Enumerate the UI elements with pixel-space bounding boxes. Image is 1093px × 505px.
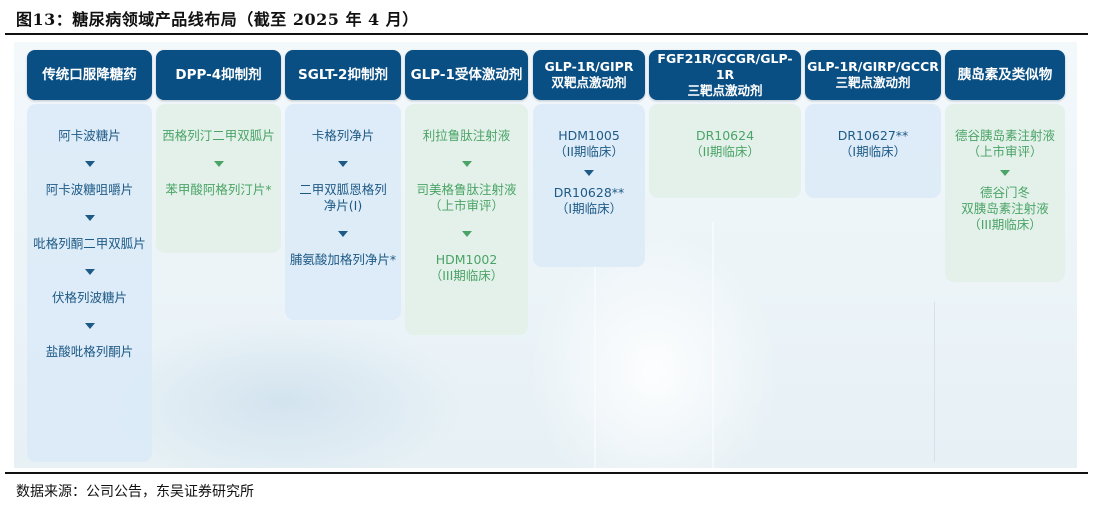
header-label: 三靶点激动剂 <box>687 83 763 98</box>
header-label: GLP-1R/GIRP/GCCR <box>807 59 939 74</box>
product-item: 二甲双胍恩格列 净片(I) <box>299 182 387 213</box>
header-label: 传统口服降糖药 <box>42 67 137 83</box>
product-item: 脯氨酸加格列净片* <box>289 252 397 267</box>
product-item: HDM1005 （II期临床） <box>554 128 624 159</box>
product-item: 盐酸吡格列酮片 <box>45 344 134 359</box>
arrow-down-icon <box>338 161 348 167</box>
arrow-down-icon <box>584 170 594 176</box>
product-item: 阿卡波糖咀嚼片 <box>45 182 134 197</box>
top-rule <box>5 33 1088 35</box>
header-insulin: 胰岛素及类似物 <box>945 50 1065 100</box>
arrow-down-icon <box>213 161 224 167</box>
arrow-down-icon <box>84 323 95 329</box>
product-item: 德谷门冬 双胰岛素注射液 （III期临床） <box>961 185 1049 232</box>
header-label: DPP-4抑制剂 <box>175 67 262 83</box>
arrow-down-icon <box>461 161 472 167</box>
header-glp1: GLP-1受体激动剂 <box>405 50 528 100</box>
figure-title: 图13：糖尿病领域产品线布局（截至 2025 年 4 月） <box>16 10 419 29</box>
product-item: 伏格列波糖片 <box>51 290 127 305</box>
product-item: 利拉鲁肽注射液 <box>422 128 511 143</box>
card-fgf21r-gcgr-glp1r: DR10624 （II期临床） <box>649 104 801 198</box>
arrow-down-icon <box>84 161 95 167</box>
header-sglt2: SGLT-2抑制剂 <box>285 50 401 100</box>
product-item: 苯甲酸阿格列汀片* <box>165 182 272 197</box>
product-item: DR10627** （I期临床） <box>837 128 909 159</box>
header-fgf21r-gcgr-glp1r: FGF21R/GCGR/GLP-1R 三靶点激动剂 <box>649 50 801 100</box>
product-item: 德谷胰岛素注射液 （上市审评） <box>954 128 1055 159</box>
product-item: 司美格鲁肽注射液 （上市审评） <box>416 182 517 213</box>
header-label: GLP-1R/GIPR <box>544 59 634 74</box>
header-dpp4: DPP-4抑制剂 <box>156 50 281 100</box>
product-item: 阿卡波糖片 <box>58 128 121 143</box>
header-glp1r-gipr: GLP-1R/GIPR 双靶点激动剂 <box>533 50 645 100</box>
card-dpp4: 西格列汀二甲双胍片 苯甲酸阿格列汀片* <box>156 104 281 253</box>
card-traditional-oral: 阿卡波糖片 阿卡波糖咀嚼片 吡格列酮二甲双胍片 伏格列波糖片 盐酸吡格列酮片 <box>27 104 152 462</box>
flask-background-graphic <box>594 222 714 468</box>
product-item: DR10628** （I期临床） <box>553 185 625 216</box>
header-glp1r-girp-gccr: GLP-1R/GIRP/GCCR 三靶点激动剂 <box>805 50 941 100</box>
product-item: 卡格列净片 <box>311 128 375 143</box>
header-label: FGF21R/GCGR/GLP-1R <box>657 51 793 82</box>
header-label: 胰岛素及类似物 <box>957 67 1053 83</box>
arrow-down-icon <box>338 231 348 237</box>
card-insulin: 德谷胰岛素注射液 （上市审评） 德谷门冬 双胰岛素注射液 （III期临床） <box>945 104 1065 282</box>
header-label: GLP-1受体激动剂 <box>410 67 523 83</box>
card-glp1r-girp-gccr: DR10627** （I期临床） <box>805 104 941 198</box>
card-sglt2: 卡格列净片 二甲双胍恩格列 净片(I) 脯氨酸加格列净片* <box>285 104 401 320</box>
product-item: 西格列汀二甲双胍片 <box>162 128 275 143</box>
header-label: 双靶点激动剂 <box>551 75 627 90</box>
arrow-down-icon <box>84 269 95 275</box>
arrow-down-icon <box>84 215 95 221</box>
source-note: 数据来源：公司公告，东吴证券研究所 <box>16 484 254 500</box>
product-item: 吡格列酮二甲双胍片 <box>33 236 146 251</box>
product-item: DR10624 （II期临床） <box>690 128 760 159</box>
bottom-rule <box>5 472 1088 474</box>
arrow-down-icon <box>1000 170 1010 176</box>
header-label: 三靶点激动剂 <box>835 75 911 90</box>
diagram-canvas: 传统口服降糖药 阿卡波糖片 阿卡波糖咀嚼片 吡格列酮二甲双胍片 伏格列波糖片 盐… <box>14 42 1077 468</box>
card-glp1: 利拉鲁肽注射液 司美格鲁肽注射液 （上市审评） HDM1002 （III期临床） <box>405 104 528 335</box>
arrow-down-icon <box>461 231 472 237</box>
card-glp1r-gipr: HDM1005 （II期临床） DR10628** （I期临床） <box>533 104 645 267</box>
product-item: HDM1002 （III期临床） <box>429 252 504 283</box>
background-graphic <box>934 302 1074 462</box>
header-traditional-oral: 传统口服降糖药 <box>27 50 152 100</box>
header-label: SGLT-2抑制剂 <box>298 67 388 83</box>
